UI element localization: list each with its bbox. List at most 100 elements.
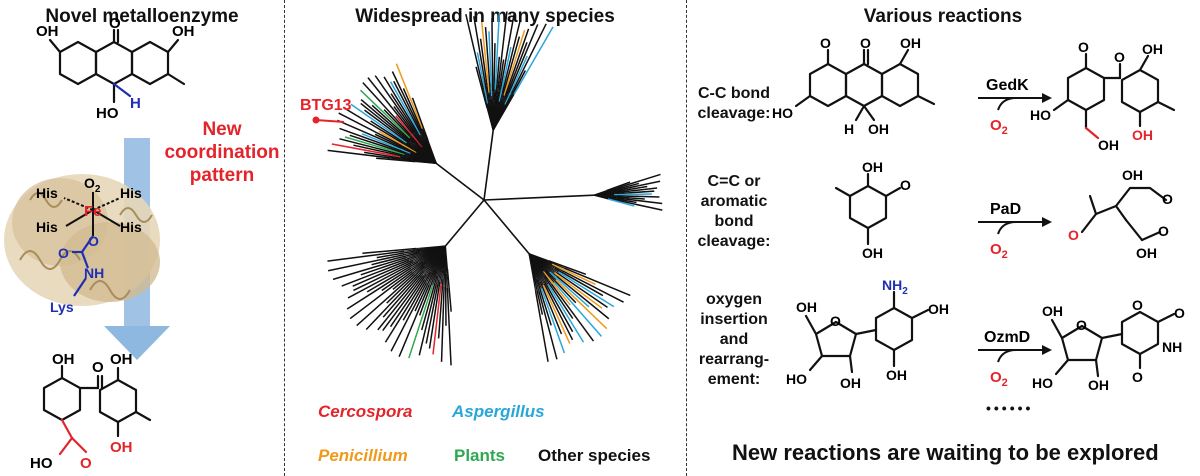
reaction-arrow-pad: [978, 217, 1052, 235]
atom-oh: OH: [1098, 137, 1119, 153]
tree-leaf: [402, 88, 426, 138]
tree-leaf: [371, 251, 420, 266]
tree-leaf: [554, 267, 604, 297]
atom-oh: OH: [1088, 377, 1109, 393]
tree-leaf: [352, 259, 414, 287]
atom-h: H: [844, 121, 854, 137]
tree-leaf: [364, 109, 412, 146]
tree-leaf: [392, 260, 428, 291]
tree-leaf: [532, 274, 544, 315]
tree-leaf: [493, 43, 496, 101]
reaction-type-cc: C-C bond cleavage:: [690, 84, 778, 124]
tree-leaf: [617, 197, 663, 205]
reaction-type-line: cleavage:: [697, 105, 771, 122]
tree-leaf: [550, 283, 595, 342]
legend-aspergillus: Aspergillus: [452, 402, 545, 421]
atom-o: O: [1114, 49, 1125, 65]
callout-line: coordination: [164, 142, 280, 163]
atom-oh: OH: [172, 23, 195, 40]
tree-leaf: [476, 52, 489, 104]
atom-o: O: [1132, 297, 1143, 313]
atom-o: O: [900, 177, 911, 193]
atom-o: O: [109, 15, 121, 32]
tree-leaf: [549, 271, 590, 308]
pad-substrate: [834, 172, 902, 246]
legend-penicillium: Penicillium: [318, 446, 408, 465]
tree-leaf: [440, 286, 445, 362]
tree-leaf: [362, 247, 417, 254]
tree-leaf: [488, 31, 493, 96]
atom-ho: HO: [30, 455, 53, 472]
legend-plants: Plants: [454, 446, 506, 465]
tree-leaf: [547, 284, 585, 343]
tree-leaf: [338, 112, 403, 147]
atom-o: O: [1158, 223, 1169, 239]
atom-o: O: [88, 233, 99, 249]
cofactor-o2: O2: [990, 369, 1008, 389]
tree-leaf: [391, 71, 422, 132]
tree-leaf: [411, 97, 429, 141]
tree-leaf: [350, 103, 407, 144]
tree-leaf: [337, 119, 403, 150]
enzyme-ozmd: OzmD: [984, 329, 1030, 346]
tree-leaf: [418, 284, 438, 356]
atom-o: O: [1068, 227, 1079, 243]
tree-leaf: [616, 173, 661, 189]
tree-leaf: [339, 127, 403, 152]
atom-oh: OH: [52, 351, 75, 368]
atom-o: O: [820, 35, 831, 51]
atom-nh2: NH2: [882, 277, 908, 297]
reaction-arrow-ozmd: [978, 345, 1052, 363]
legend-other-species: Other species: [538, 446, 651, 465]
atom-o2: O2: [84, 175, 101, 195]
tree-leaf: [349, 134, 407, 155]
tree-leaf: [370, 120, 414, 150]
tree-leaf: [383, 76, 419, 134]
tree-leaf: [606, 181, 631, 192]
tree-leaf: [360, 102, 411, 144]
tree-leaf: [558, 271, 615, 308]
tree-leaf: [534, 291, 549, 362]
tree-leaf: [446, 268, 452, 312]
tree-leaf: [386, 265, 426, 304]
tree-leaf: [556, 271, 608, 308]
tree-leaf: [536, 278, 552, 326]
tree-leaf: [332, 256, 407, 281]
pad-product: [1080, 186, 1168, 242]
atom-o: O: [1132, 369, 1143, 385]
tree-leaf: [389, 273, 427, 328]
his-residue: His: [120, 185, 142, 201]
tree-leaf: [398, 284, 430, 357]
tree-leaf: [503, 29, 526, 96]
tree-leaf: [479, 38, 490, 99]
legend-cercospora: Cercospora: [318, 402, 413, 421]
atom-oh: OH: [840, 375, 861, 391]
tree-leaf: [616, 195, 660, 198]
tree-leaf: [513, 26, 554, 95]
tree-leaf: [374, 75, 416, 134]
enzyme-pad: PaD: [990, 201, 1021, 218]
tree-leaf: [374, 133, 416, 154]
panel-various-reactions: Various reactions C-C bond cleavage: C=C…: [686, 0, 1200, 476]
tree-leaf: [504, 28, 530, 96]
tree-leaf: [496, 59, 505, 106]
reaction-type-line: ement:: [707, 371, 761, 388]
atom-oh: OH: [1142, 41, 1163, 57]
tree-leaf: [612, 185, 648, 193]
tree-branch: [427, 140, 437, 164]
atom-oh: OH: [1122, 167, 1143, 183]
tree-leaf: [381, 260, 424, 292]
btg13-branch: [315, 119, 345, 123]
tree-leaf: [499, 13, 515, 90]
tree-leaf: [363, 151, 412, 161]
metalloenzyme-figure: OH O OH HO H O2 Fe His His His His O O N…: [4, 15, 195, 472]
panel-divider: [284, 0, 285, 476]
tree-leaf: [342, 106, 405, 145]
tree-leaf: [617, 199, 663, 211]
tree-leaf: [395, 115, 423, 148]
tree-leaf: [611, 195, 645, 200]
atom-o: O: [80, 455, 92, 472]
atom-oh: OH: [110, 439, 133, 456]
tree-branches: [327, 11, 663, 366]
atom-fe: Fe: [84, 203, 102, 220]
